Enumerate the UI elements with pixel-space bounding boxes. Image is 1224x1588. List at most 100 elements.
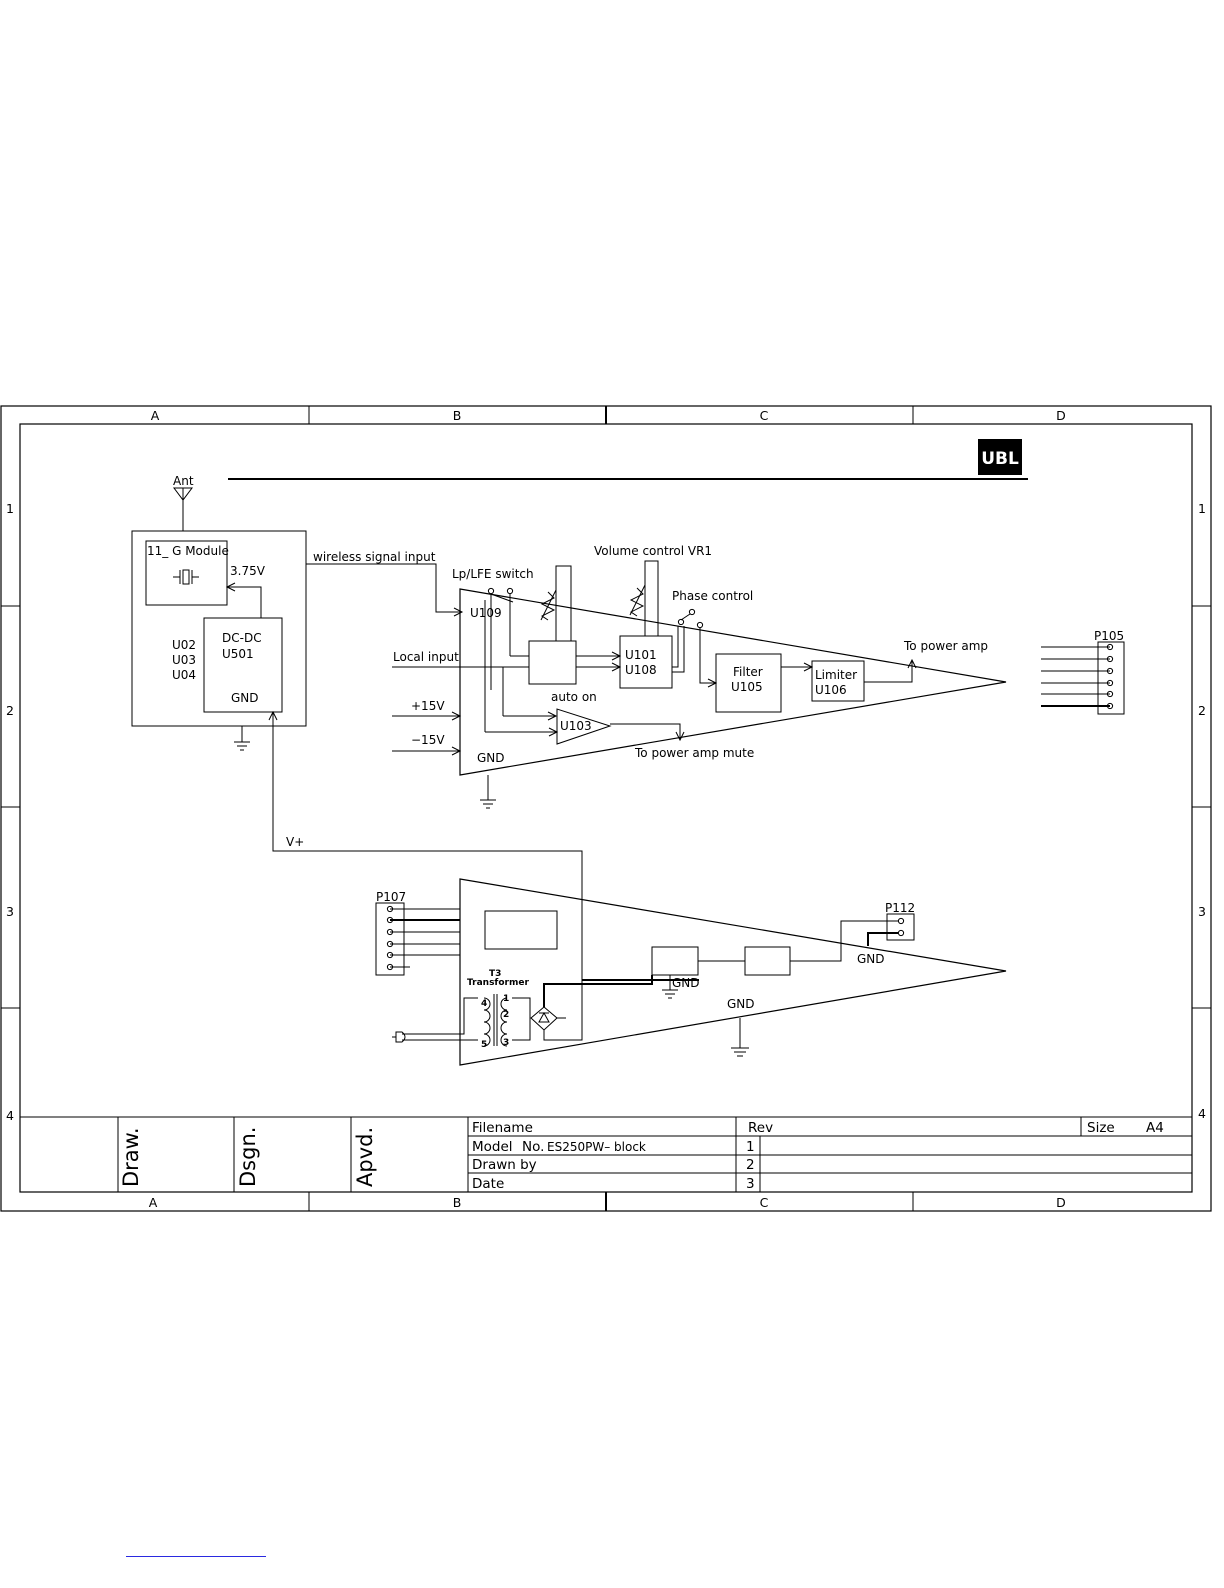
zone-row-2-left: 2 <box>6 703 14 718</box>
plug-icon <box>395 1031 406 1043</box>
p112-label: P112 <box>885 901 915 915</box>
rev-label: Rev <box>748 1120 773 1136</box>
drawn-by-label: Drawn by <box>472 1157 537 1173</box>
g-module-box <box>145 540 228 606</box>
minus15-label: −15V <box>411 733 445 747</box>
pin-icon <box>1106 655 1114 663</box>
zone-row-1-right: 1 <box>1198 501 1206 516</box>
page-link-underline <box>126 1556 266 1557</box>
antenna-label: Ant <box>173 474 194 488</box>
p112-connector: P112 <box>885 901 915 941</box>
lp-filter-box <box>528 640 577 685</box>
u101-box <box>619 635 673 689</box>
limiter-box <box>811 660 865 702</box>
pin-icon <box>1106 690 1114 698</box>
arrow-icon <box>225 582 236 592</box>
pin-icon <box>386 916 394 924</box>
to-power-amp-label: To power amp <box>903 639 988 653</box>
zone-row-4-left: 4 <box>6 1108 14 1123</box>
u101-label: U101 <box>625 648 657 662</box>
ground-icon <box>731 1018 749 1057</box>
rev-row-3: 3 <box>746 1176 755 1192</box>
arrow-icon <box>675 731 685 742</box>
t3-label: T3 <box>489 969 501 979</box>
u108-label: U108 <box>625 663 657 677</box>
p105-label: P105 <box>1094 629 1124 643</box>
amp-triangle <box>459 588 1007 776</box>
u105-label: U105 <box>731 680 763 694</box>
p112-housing <box>886 913 915 941</box>
arrow-icon <box>548 727 559 737</box>
zone-col-a-top: A <box>151 408 160 423</box>
transformer-label: Transformer <box>467 978 529 988</box>
phase-label: Phase control <box>672 589 753 603</box>
zone-dividers <box>1 406 1211 1211</box>
pin-2-label: 2 <box>503 1010 509 1020</box>
g-module-label: 11_ G Module <box>147 544 229 558</box>
date-label: Date <box>472 1176 504 1192</box>
local-input-label: Local input <box>393 650 459 664</box>
limiter-label: Limiter <box>815 668 857 682</box>
pin-4-label: 4 <box>481 999 487 1009</box>
rev-row-1: 1 <box>746 1139 755 1155</box>
draw-label: Draw. <box>119 1127 143 1187</box>
zone-row-3-right: 3 <box>1198 904 1206 919</box>
switch-contact-icon <box>696 621 704 629</box>
plus15-label: +15V <box>411 699 445 713</box>
pin-5-label: 5 <box>481 1040 487 1050</box>
regulator-box <box>651 946 699 976</box>
psu-triangle <box>459 878 1007 1066</box>
pin-icon <box>1106 702 1114 710</box>
switch-contact-icon <box>487 587 495 595</box>
ground-icon <box>234 726 250 751</box>
size-label: Size <box>1087 1120 1115 1136</box>
p105-housing <box>1097 641 1125 715</box>
voltage-label: 3.75V <box>230 564 266 578</box>
gnd-reg-label: GND <box>672 976 700 990</box>
pin-1-label: 1 <box>503 994 509 1004</box>
ground-icon <box>480 775 496 809</box>
zone-row-1-left: 1 <box>6 501 14 516</box>
gnd-main-label: GND <box>727 997 755 1011</box>
filename-label: Filename <box>472 1120 533 1136</box>
inner-frame <box>19 423 1193 1193</box>
dcdc-title: DC-DC <box>222 631 262 645</box>
model-label: Model <box>472 1139 513 1155</box>
power-supply-block: P107 T3 Transformer 4 5 1 2 3 <box>375 878 1007 1066</box>
chip-u03: U03 <box>172 653 196 667</box>
arrow-icon <box>451 746 462 756</box>
model-value: ES250PW– block <box>547 1140 646 1154</box>
switch-contact-icon <box>506 587 514 595</box>
arrow-icon <box>907 658 917 669</box>
filter-label: Filter <box>733 665 763 679</box>
wireless-input-label: wireless signal input <box>313 550 436 564</box>
potentiometer-icon <box>629 587 645 617</box>
zone-col-d-bottom: D <box>1056 1195 1066 1210</box>
zone-row-3-left: 3 <box>6 904 14 919</box>
switch-contact-icon <box>688 608 696 616</box>
pin-icon <box>386 951 394 959</box>
vplus-label: V+ <box>286 835 304 849</box>
pin-icon <box>897 917 905 925</box>
amp-gnd-label: GND <box>477 751 505 765</box>
vplus-line <box>272 712 583 980</box>
model-no-label: No. <box>522 1139 544 1155</box>
zone-row-2-right: 2 <box>1198 703 1206 718</box>
transformer-icon <box>483 994 508 1047</box>
pin-3-label: 3 <box>503 1038 509 1048</box>
output-filter-box <box>744 946 791 976</box>
arrow-icon <box>451 711 462 721</box>
dsgn-label: Dsgn. <box>236 1127 260 1187</box>
ground-icon <box>662 975 678 999</box>
psu-display-box <box>484 910 558 950</box>
signal-amp-block: U109 Lp/LFE switch Local input +15V −15V… <box>392 544 1007 809</box>
chip-u04: U04 <box>172 668 196 682</box>
antenna-icon <box>173 487 193 501</box>
zone-col-a-bottom: A <box>149 1195 158 1210</box>
module-enclosure <box>131 530 307 727</box>
arrow-icon <box>268 710 278 721</box>
u103-label: U103 <box>560 719 592 733</box>
rev-row-2: 2 <box>746 1157 755 1173</box>
pin-icon <box>386 905 394 913</box>
